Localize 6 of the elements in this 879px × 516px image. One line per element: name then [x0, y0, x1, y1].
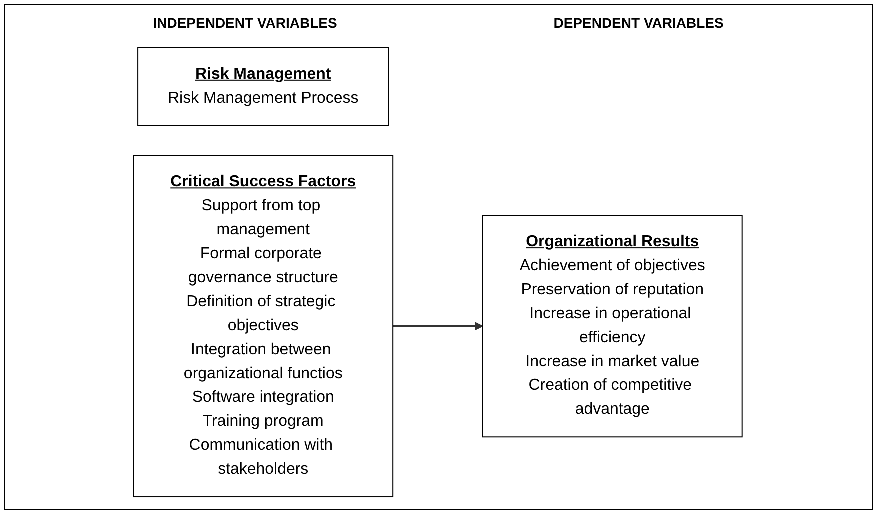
- node-box: Risk Management Risk Management Process: [137, 47, 389, 126]
- node-box: Organizational Results Achievement of objectives Preservation of reputation Increase in operational efficiency Increase in market value Creation of competitive advantage: [482, 215, 742, 438]
- column-heading: INDEPENDENT VARIABLES: [153, 15, 338, 31]
- arrow: [392, 322, 483, 331]
- node-box: Critical Success Factors Support from top management Formal corporate governance structure Definition of strategic objectives Integration between organizational functios Software integration Training program Communication with stakeholders: [132, 155, 394, 498]
- column-heading: DEPENDENT VARIABLES: [554, 15, 724, 31]
